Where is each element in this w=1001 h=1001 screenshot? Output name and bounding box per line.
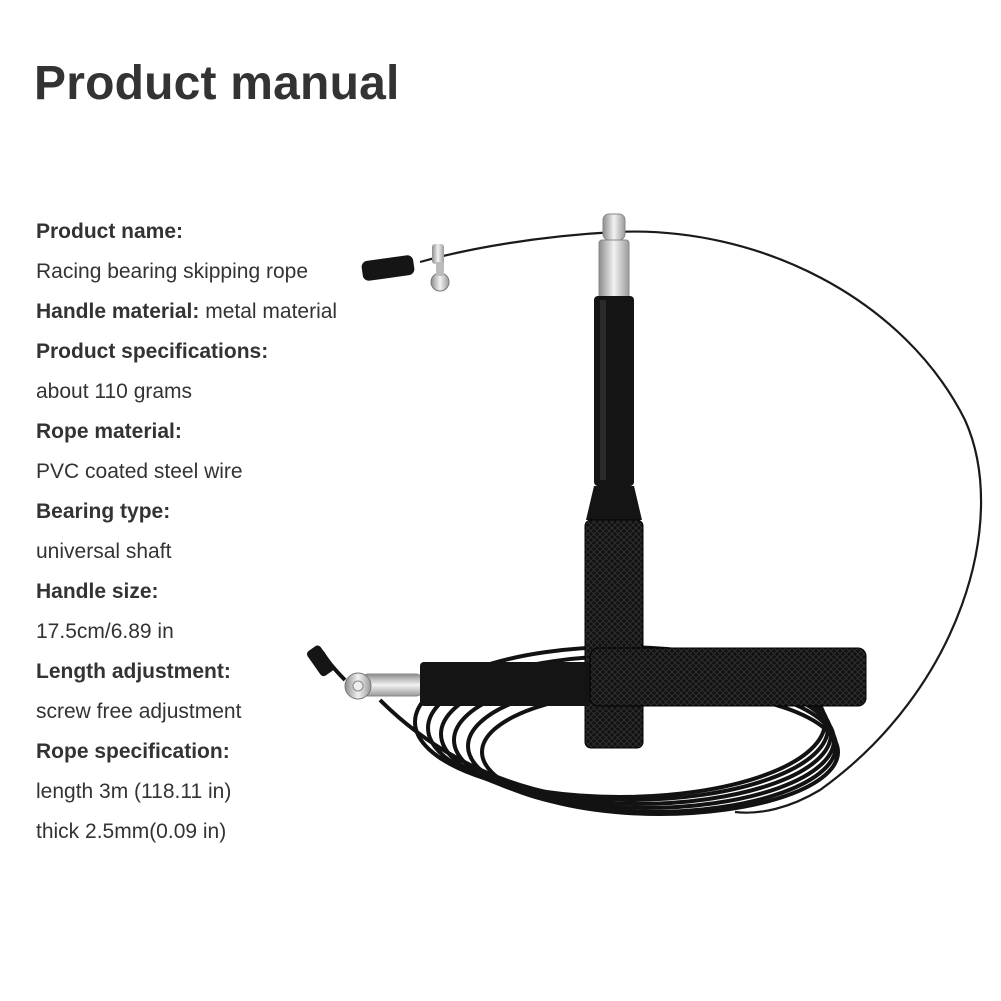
spec-line: Handle size: bbox=[36, 572, 456, 612]
spec-line: length 3m (118.11 in) bbox=[36, 772, 456, 812]
spec-line: about 110 grams bbox=[36, 372, 456, 412]
spec-value: thick 2.5mm(0.09 in) bbox=[36, 820, 227, 843]
spec-line: PVC coated steel wire bbox=[36, 452, 456, 492]
spec-label: Bearing type: bbox=[36, 500, 171, 523]
spec-line: universal shaft bbox=[36, 532, 456, 572]
spec-label: Length adjustment: bbox=[36, 660, 231, 683]
spec-line: Handle material: metal material bbox=[36, 292, 456, 332]
spec-line: screw free adjustment bbox=[36, 692, 456, 732]
spec-label: Handle size: bbox=[36, 580, 159, 603]
spec-line: 17.5cm/6.89 in bbox=[36, 612, 456, 652]
spec-value: about 110 grams bbox=[36, 380, 193, 403]
spec-list: Product name: Racing bearing skipping ro… bbox=[36, 212, 456, 852]
spec-value: universal shaft bbox=[36, 540, 172, 563]
spec-value: Racing bearing skipping rope bbox=[36, 260, 309, 283]
spec-value: PVC coated steel wire bbox=[36, 460, 243, 483]
spec-line: Bearing type: bbox=[36, 492, 456, 532]
spec-value: screw free adjustment bbox=[36, 700, 242, 723]
rope-cable bbox=[419, 230, 616, 264]
spec-value: length 3m (118.11 in) bbox=[36, 780, 232, 803]
rope-cable bbox=[378, 698, 561, 797]
spec-label: Rope material: bbox=[36, 420, 182, 443]
end-cap bbox=[306, 645, 335, 677]
end-cap bbox=[361, 255, 415, 281]
spec-label: Handle material: bbox=[36, 300, 200, 323]
spec-line: Rope material: bbox=[36, 412, 456, 452]
spec-value: 17.5cm/6.89 in bbox=[36, 620, 174, 643]
spec-line: Racing bearing skipping rope bbox=[36, 252, 456, 292]
spec-line: Rope specification: bbox=[36, 732, 456, 772]
spec-line: Product specifications: bbox=[36, 332, 456, 372]
spec-label: Product specifications: bbox=[36, 340, 269, 363]
skipping-rope-image bbox=[306, 213, 983, 816]
spec-line: Product name: bbox=[36, 212, 456, 252]
page-title: Product manual bbox=[34, 57, 400, 110]
handle-horizontal bbox=[344, 647, 867, 707]
spec-value: metal material bbox=[199, 300, 338, 323]
spec-line: Length adjustment: bbox=[36, 652, 456, 692]
spec-label: Product name: bbox=[36, 220, 184, 243]
spec-label: Rope specification: bbox=[36, 740, 230, 763]
spec-line: thick 2.5mm(0.09 in) bbox=[36, 812, 456, 852]
rope-cable bbox=[614, 230, 983, 814]
